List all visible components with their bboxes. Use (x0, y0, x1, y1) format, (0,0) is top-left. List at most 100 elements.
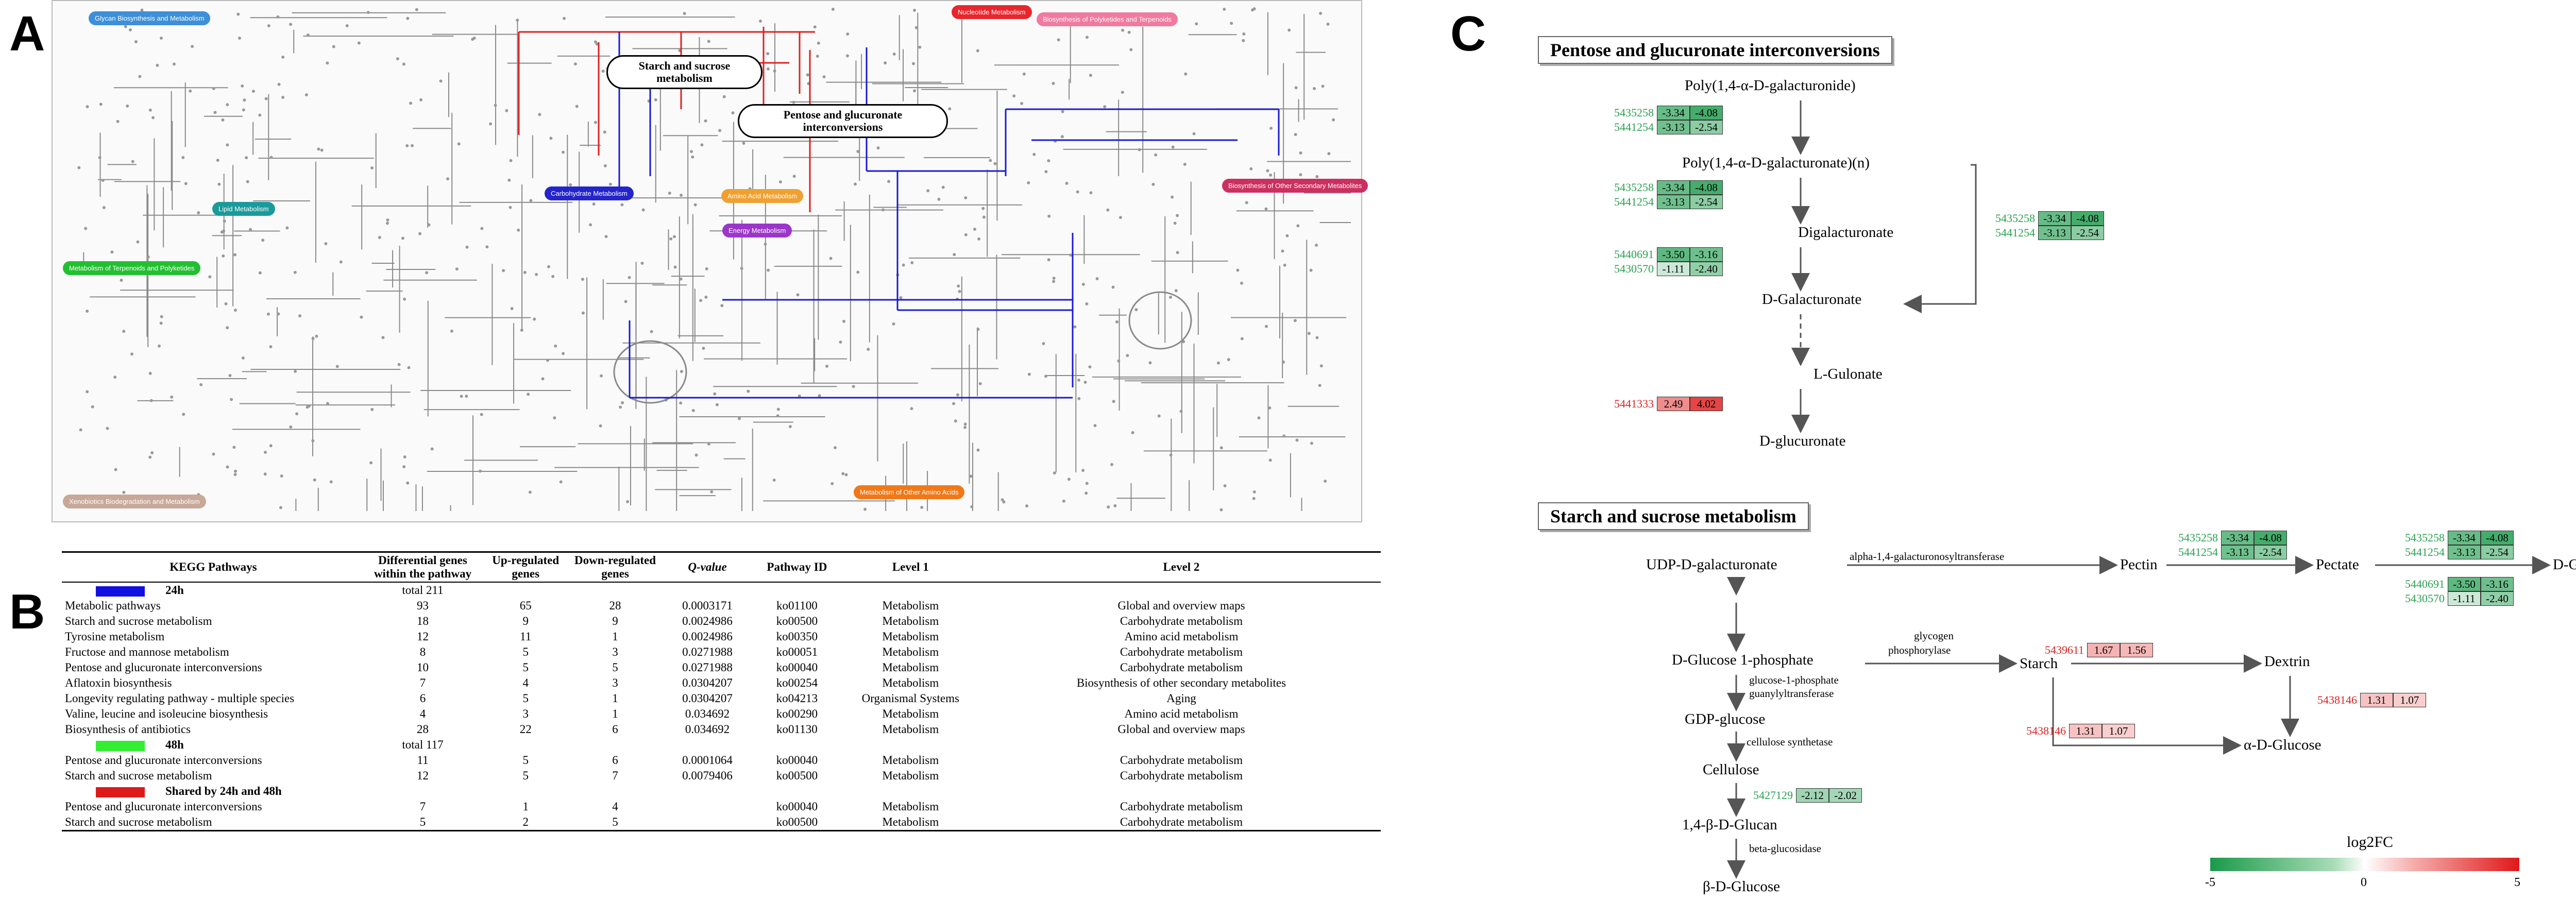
cell-up: 11 (520, 630, 532, 643)
cell-diff: 12 (417, 769, 429, 782)
group-name: 24h (165, 584, 184, 597)
compound-node (1107, 505, 1110, 509)
log2fc-cell: -4.08 (2481, 531, 2514, 545)
compound-node (267, 24, 270, 28)
compound-node (160, 315, 163, 318)
compound-node (1103, 105, 1107, 109)
compound-node (277, 312, 280, 316)
compound-node (624, 300, 628, 303)
compound-node (1332, 118, 1335, 122)
log2fc-cell: -2.54 (2071, 226, 2104, 240)
compound-node (1118, 216, 1122, 219)
compound-node (680, 370, 683, 373)
compound-node (600, 374, 603, 378)
compound-node (228, 374, 232, 378)
cell-up: 5 (522, 754, 529, 767)
compound-node (221, 118, 225, 122)
compound-node (541, 377, 545, 381)
compound-node (867, 348, 870, 351)
compound-node (772, 478, 776, 482)
compound-node (970, 505, 974, 508)
compound-node (982, 215, 986, 219)
metabolite-poly-galacturonide: Poly(1,4-α-D-galacturonide) (1685, 77, 1856, 94)
compound-node (758, 20, 762, 23)
compound-node (1293, 319, 1297, 322)
compound-node (546, 359, 549, 362)
legend-title: log2FC (2347, 834, 2394, 851)
compound-node (1324, 480, 1327, 483)
compound-node (720, 304, 724, 308)
compound-node (603, 130, 606, 134)
compound-node (887, 180, 891, 183)
cell-level2: Carbohydrate metabolism (1120, 769, 1243, 782)
log2fc-cell: -4.08 (2254, 531, 2287, 545)
compound-node (884, 61, 887, 65)
compound-node (829, 257, 833, 260)
compound-node (1242, 32, 1246, 36)
compound-node (1134, 308, 1138, 312)
compound-node (1283, 263, 1286, 267)
compound-node (778, 180, 782, 184)
compound-node (480, 227, 484, 230)
compound-node (599, 424, 602, 428)
compound-node (1264, 207, 1268, 211)
compound-node (689, 150, 693, 154)
log2fc-cell: -3.50 (1657, 247, 1690, 262)
compound-node (650, 330, 653, 333)
map-label-other-amino: Metabolism of Other Amino Acids (854, 485, 965, 499)
compound-node (1061, 110, 1064, 113)
compound-node (1313, 87, 1316, 90)
compound-node (281, 96, 285, 99)
compound-node (856, 270, 860, 274)
compound-node (1169, 453, 1173, 457)
compound-node (184, 182, 188, 185)
compound-node (258, 271, 262, 275)
kegg-global-map: Glycan Biosynthesis and Metabolism Nucle… (52, 0, 1368, 522)
compound-node (1110, 463, 1114, 466)
compound-node (941, 185, 945, 189)
cell-pathway-id: ko00040 (776, 800, 818, 813)
compound-node (767, 268, 770, 272)
compound-node (806, 73, 809, 77)
compound-node (134, 40, 138, 44)
compound-node (101, 179, 105, 182)
compound-node (1174, 289, 1178, 293)
compound-node (281, 55, 285, 59)
metabolite-poly-galacturonate: Poly(1,4-α-D-galacturonate)(n) (1682, 155, 1870, 171)
compound-node (573, 62, 577, 66)
compound-node (1042, 342, 1045, 346)
compound-node (313, 478, 316, 482)
cell-pathway-id: ko00040 (776, 661, 818, 674)
compound-node (535, 273, 538, 276)
compound-node (1129, 48, 1133, 52)
compound-node (1027, 181, 1030, 184)
compound-node (415, 8, 418, 11)
compound-node (1223, 484, 1227, 488)
cell-pathway-id: ko04213 (776, 692, 818, 705)
compound-node (1113, 504, 1117, 507)
compound-node (120, 278, 123, 282)
compound-node (1216, 361, 1220, 365)
compound-node (1001, 498, 1004, 502)
compound-node (766, 52, 770, 56)
table-row: Longevity regulating pathway - multiple … (62, 691, 1381, 706)
legend-mid: 0 (2361, 876, 2367, 889)
compound-node (1287, 28, 1291, 32)
compound-node (77, 166, 81, 169)
log2fc-cell: 1.67 (2087, 643, 2120, 657)
compound-node (241, 356, 245, 360)
compound-node (702, 347, 705, 350)
log2fc-cell: -1.11 (1657, 262, 1690, 276)
log2fc-cell: -3.16 (1690, 247, 1723, 262)
header-level-1: Level 1 (839, 551, 982, 583)
compound-node (122, 330, 126, 333)
compound-node (1294, 133, 1297, 137)
compound-node (317, 147, 320, 151)
compound-node (1173, 222, 1177, 225)
cell-qvalue (659, 814, 755, 831)
compound-node (279, 506, 282, 509)
